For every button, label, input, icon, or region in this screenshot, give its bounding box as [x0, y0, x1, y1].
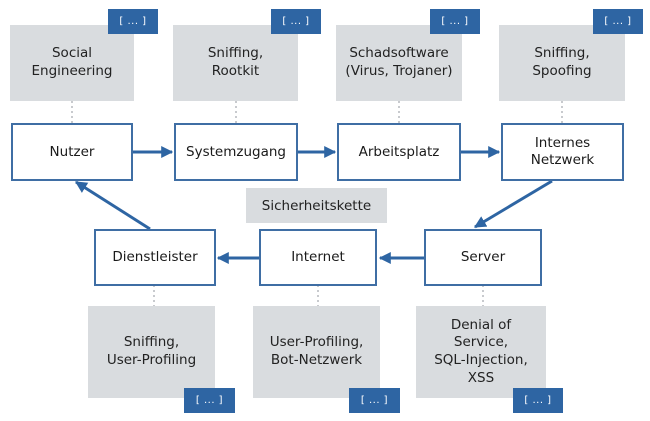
more-tag-internes-netzwerk[interactable]: [ ... ]	[593, 9, 643, 34]
more-tag-nutzer[interactable]: [ ... ]	[108, 9, 158, 34]
more-tag-arbeitsplatz[interactable]: [ ... ]	[430, 9, 480, 34]
threat-box-systemzugang: Sniffing, Rootkit	[173, 25, 298, 101]
threat-box-dienstleister: Sniffing, User-Profiling	[88, 306, 215, 398]
arrow-dienstleister-to-nutzer	[74, 180, 151, 231]
more-tag-internet[interactable]: [ ... ]	[349, 388, 400, 413]
arrow-internes-netzwerk-to-server	[473, 179, 553, 229]
node-server: Server	[424, 229, 542, 286]
node-nutzer: Nutzer	[11, 123, 133, 181]
node-arbeitsplatz: Arbeitsplatz	[337, 123, 461, 181]
node-systemzugang: Systemzugang	[174, 123, 298, 181]
threat-box-arbeitsplatz: Schadsoftware (Virus, Trojaner)	[336, 25, 462, 101]
threat-box-internes-netzwerk: Sniffing, Spoofing	[499, 25, 625, 101]
more-tag-systemzugang[interactable]: [ ... ]	[271, 9, 321, 34]
node-dienstleister: Dienstleister	[94, 229, 216, 286]
node-internet: Internet	[259, 229, 377, 286]
more-tag-dienstleister[interactable]: [ ... ]	[184, 388, 235, 413]
threat-box-internet: User-Profiling, Bot-Netzwerk	[253, 306, 380, 398]
center-label-sicherheitskette: Sicherheitskette	[246, 188, 387, 223]
node-internes-netzwerk: Internes Netzwerk	[501, 123, 624, 181]
more-tag-server[interactable]: [ ... ]	[513, 388, 563, 413]
threat-box-nutzer: Social Engineering	[10, 25, 134, 101]
threat-box-server: Denial of Service, SQL-Injection, XSS	[416, 306, 546, 398]
